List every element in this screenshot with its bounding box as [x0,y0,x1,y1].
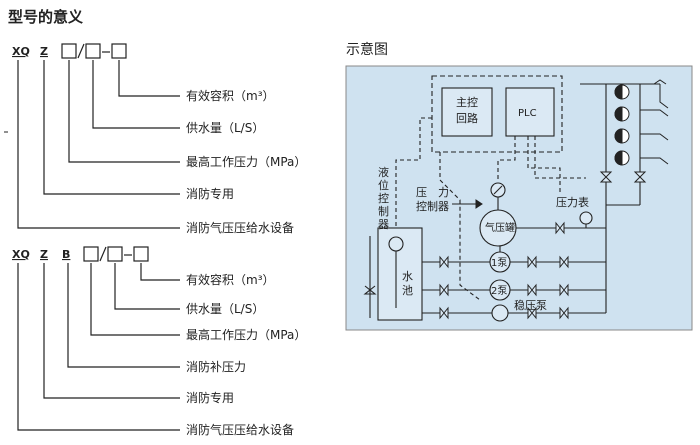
control-cabinet-frame [431,75,563,153]
code2-labels: 有效容积（m³） 供水量（L/S） 最高工作压力（MPa） 消防补压力 消防专用… [186,272,306,437]
stabilizing-pump [491,304,509,322]
diagram-title: 示意图 [346,41,388,58]
gauge-label: 压力表 [556,195,589,209]
code1-label-fire: 消防专用 [186,186,234,201]
nozzle-2 [640,109,669,117]
plc-label: PLC [518,108,537,119]
pressure-ctrl-arrow [452,199,483,209]
main-control-box [441,87,493,137]
signal-line-header [534,136,586,179]
outlet-4 [614,150,630,166]
code1-label-flow: 供水量（L/S） [186,121,264,135]
code2-z: Z [40,248,48,261]
valve-suction-1 [439,255,449,269]
page-title: 型号的意义 [8,8,83,26]
pressure-ctrl-label-1: 压 力 [416,186,449,199]
code1-z: Z [40,45,48,58]
valves [439,171,647,320]
code2-label-fire: 消防专用 [186,390,234,405]
level-ctrl-char-3: 控 [378,191,389,205]
code1-leader-pressure [68,60,180,163]
code1-leader-flow [92,60,180,129]
pressure-ctrl-label-2: 控制器 [416,199,449,213]
schematic [363,75,660,322]
code2-leader-equipment [17,263,180,431]
check-valve-1 [559,255,569,269]
gauge-needle [493,185,503,195]
outlets [614,79,669,166]
valve-discharge-3 [527,306,537,320]
code2-box-flow [107,246,123,262]
outlet-3 [614,128,630,144]
code2-b: B [62,248,70,261]
pool-label-1: 水 [402,270,413,283]
nozzle-1 [659,84,669,109]
code1-box-flow [85,43,101,59]
code2-label-equipment: 消防气压压给水设备 [186,422,294,437]
level-float [388,236,404,252]
inlet-valve [363,285,377,295]
code1-leader-volume [118,60,180,97]
code2-leader-fire [43,263,180,399]
level-ctrl-char-5: 器 [378,218,389,231]
valve-discharge-1 [527,255,537,269]
valve-riser-left [599,171,613,183]
code2-box-volume [133,246,149,262]
plc-box [505,87,555,137]
signal-line-pressure [497,136,516,182]
valve-suction-3 [439,306,449,320]
check-valve-2 [559,283,569,297]
main-control-label-1: 主控 [456,95,478,109]
code2-label-supplement: 消防补压力 [186,359,246,374]
outlet-2 [614,106,630,122]
stab-pump-label: 稳压泵 [514,298,547,312]
code2-label-pressure: 最高工作压力（MPa） [186,327,306,342]
code1-box-volume [111,43,127,59]
code1-leader-fire [43,60,180,195]
main-control-label-2: 回路 [456,112,478,125]
valve-riser-right [633,171,647,183]
level-ctrl-char-4: 制 [378,205,389,218]
check-valve-3 [559,306,569,320]
code1-prefix: XQ [12,45,30,58]
schematic-labels: 主控 回路 PLC 液 位 控 制 器 压 力 控制器 压力表 气压罐 水 池 … [378,95,589,312]
code2-prefix: XQ [12,248,30,261]
code2-leader-pressure [90,263,180,336]
pool-label-2: 池 [402,284,413,297]
nozzle-4 [640,157,669,165]
signal-line-gauge [527,136,561,192]
code2-label-volume: 有效容积（m³） [186,272,275,287]
valve-tank [555,221,565,235]
code2-leader-volume [140,263,180,281]
code2-leader-supplement [67,263,180,368]
code2-label-flow: 供水量（L/S） [186,302,264,316]
valve-discharge-2 [527,283,537,297]
code1-label-equipment: 消防气压压给水设备 [186,220,294,235]
code1-slash [77,43,85,59]
pump-1-label: 1泵 [491,257,507,269]
valve-suction-2 [439,283,449,297]
code2-leader-flow [114,263,180,310]
pump-2-label: 2泵 [491,285,507,297]
signal-line-level [395,117,432,236]
model-code-1: XQ Z [12,43,180,229]
tank-label: 气压罐 [485,221,515,234]
nozzle-3 [640,133,669,141]
code1-box-pressure [61,43,77,59]
header-pressure-gauge [579,211,593,225]
outlet-1 [614,84,630,100]
code1-label-pressure: 最高工作压力（MPa） [186,154,306,169]
nozzle-1-top [653,79,667,85]
code2-slash [99,246,107,262]
level-ctrl-char-1: 液 [378,165,389,179]
code2-box-pressure [83,246,99,262]
code1-labels: 有效容积（m³） 供水量（L/S） 最高工作压力（MPa） 消防专用 消防气压压… [186,88,306,235]
model-code-2: XQ Z B [12,246,180,431]
code1-leader-equipment [17,60,180,229]
code1-label-volume: 有效容积（m³） [186,88,275,103]
level-ctrl-char-2: 位 [378,178,389,192]
